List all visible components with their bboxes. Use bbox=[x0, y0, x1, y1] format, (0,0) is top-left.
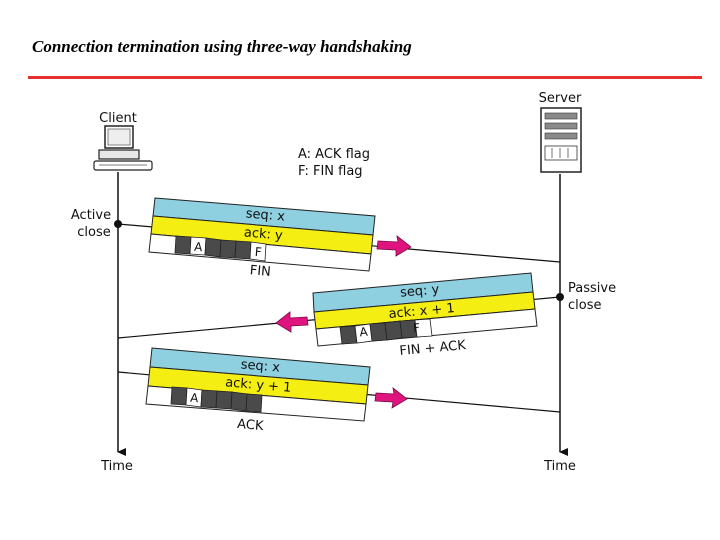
segment-fin: seq: x ack: y A F FIN bbox=[148, 197, 376, 280]
segment-fin-ack: seq: y ack: x + 1 A F FIN + ACK bbox=[312, 272, 538, 359]
client-label: Client bbox=[99, 111, 137, 126]
server-icon bbox=[540, 107, 582, 173]
fin-ack-flag-a: A bbox=[359, 325, 369, 340]
time-label-client: Time bbox=[100, 459, 133, 474]
fin-caption: FIN bbox=[249, 263, 271, 280]
title-underline bbox=[28, 76, 702, 79]
segment-ack: seq: x ack: y + 1 A ACK bbox=[145, 347, 371, 434]
fin-flag-f: F bbox=[254, 245, 262, 260]
fin-ack-ack-label: ack: x + 1 bbox=[388, 301, 455, 322]
fin-flag-a: A bbox=[194, 240, 204, 255]
flag-cells-fin-ack bbox=[339, 318, 433, 345]
ack-flag-a: A bbox=[190, 391, 200, 406]
flag-cells-fin bbox=[174, 235, 267, 262]
flag-cells-ack bbox=[170, 386, 263, 413]
server-state-line1: Passive bbox=[568, 281, 616, 296]
server-state-line2: close bbox=[568, 298, 601, 313]
client-computer-icon bbox=[93, 125, 153, 171]
ack-ack-label: ack: y + 1 bbox=[225, 375, 292, 395]
fin-ack-flag-f: F bbox=[413, 321, 421, 336]
legend-fin: F: FIN flag bbox=[298, 164, 363, 179]
server-label: Server bbox=[539, 91, 582, 106]
fin-seq-label: seq: x bbox=[245, 206, 286, 224]
client-state-line1: Active bbox=[71, 208, 111, 223]
arrow-left-icon bbox=[275, 311, 309, 333]
ack-caption: ACK bbox=[237, 417, 265, 434]
fin-ack-caption: FIN + ACK bbox=[399, 338, 467, 359]
fin-ack-seq-label: seq: y bbox=[399, 282, 440, 301]
client-state-line2: close bbox=[77, 225, 110, 240]
time-label-server: Time bbox=[543, 459, 576, 474]
arrow-right-icon bbox=[376, 235, 412, 257]
fin-ack-label: ack: y bbox=[243, 225, 283, 243]
arrow-right-icon bbox=[374, 387, 408, 409]
ack-seq-label: seq: x bbox=[240, 357, 281, 375]
legend-ack: A: ACK flag bbox=[298, 147, 370, 162]
slide-title: Connection termination using three-way h… bbox=[32, 37, 412, 56]
